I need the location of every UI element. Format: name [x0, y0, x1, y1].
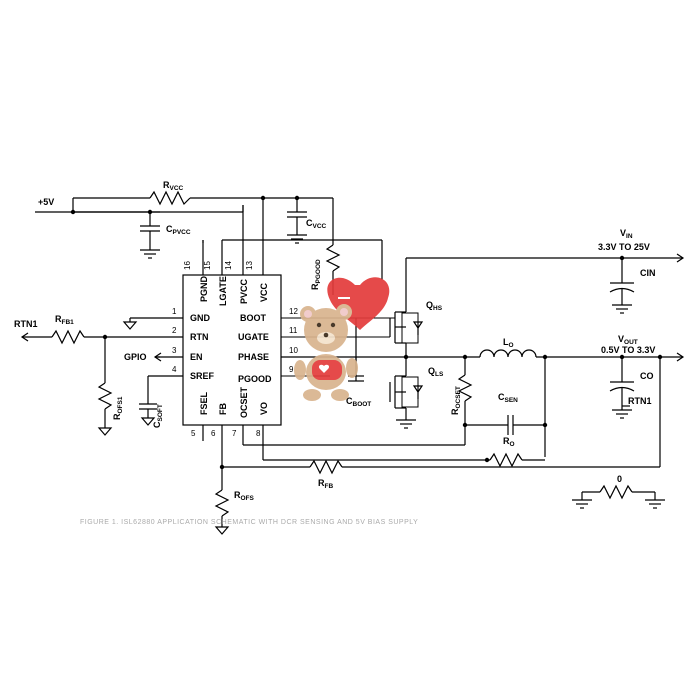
ic-top-pins: 16 PGND 15 LGATE 14 PVCC 13 VCC: [183, 200, 269, 306]
pin-sref: SREF: [190, 371, 215, 381]
gpio-label: GPIO: [124, 352, 147, 362]
pin-lgate: LGATE: [218, 276, 228, 306]
pin-num-12: 12: [289, 307, 298, 316]
cpvcc-label: CPVCC: [166, 224, 191, 236]
vin-range-label: 3.3V TO 25V: [598, 242, 650, 252]
rfb-resistor: [309, 459, 343, 475]
qhs-mosfet: [389, 308, 424, 357]
vout-range-label: 0.5V TO 3.3V: [601, 345, 655, 355]
ro-label: RO: [503, 436, 515, 448]
pin-num-8: 8: [256, 429, 261, 438]
rvcc-label: RVCC: [163, 180, 184, 192]
left-network: RTN1 RFB1 ROFS1 GPIO CSOFT: [14, 314, 204, 441]
co-label: CO: [640, 371, 654, 381]
rtn1-right-label: RTN1: [628, 396, 652, 406]
pin-rtn: RTN: [190, 332, 209, 342]
vin-label: VIN: [620, 228, 633, 240]
rpgood-label: RPGOOD: [310, 259, 322, 290]
pin-num-5: 5: [191, 429, 196, 438]
pin-boot: BOOT: [240, 313, 267, 323]
rfb1-label: RFB1: [55, 314, 74, 326]
pin-num-10: 10: [289, 346, 298, 355]
bias-network: +5V RVCC CPVCC CVCC: [35, 180, 383, 295]
pin-en: EN: [190, 352, 203, 362]
pin-num-3: 3: [172, 346, 177, 355]
ic-left-pins: 1 GND 2 RTN 3 EN 4 SREF: [105, 307, 215, 381]
cboot-label: CBOOT: [346, 396, 371, 408]
pin-num-1: 1: [172, 307, 177, 316]
pin-phase: PHASE: [238, 352, 269, 362]
rocset-label: ROCSET: [450, 386, 462, 415]
rofs1-resistor: [97, 382, 113, 410]
csoft-label: CSOFT: [152, 404, 164, 428]
rofs-resistor: [214, 489, 230, 517]
pin-ocset: OCSET: [239, 386, 249, 418]
ground-symbol: [287, 234, 307, 244]
qls-label: QLS: [428, 366, 444, 378]
qls-mosfet: [389, 357, 424, 420]
figure-caption: FIGURE 1. ISL62880 APPLICATION SCHEMATIC…: [80, 519, 418, 526]
ground-symbol: [612, 409, 632, 419]
pin-fsel: FSEL: [199, 391, 209, 415]
rocset-resistor: [457, 374, 473, 402]
rpgood-resistor: [325, 244, 341, 272]
pin-vcc: VCC: [259, 282, 269, 302]
pin-pgood: PGOOD: [238, 374, 272, 384]
pin-num-9: 9: [289, 365, 294, 374]
ro-resistor: [489, 452, 523, 468]
pin-vo: VO: [259, 402, 269, 415]
rvcc-resistor: [149, 190, 191, 206]
qhs-label: QHS: [426, 300, 443, 312]
pin-fb: FB: [218, 403, 228, 415]
feedback-network: RFB ROFS 0: [214, 357, 665, 535]
ic-bottom-pins: 5 FSEL 6 FB 7 OCSET 8 VO: [191, 386, 269, 490]
pin-num-16: 16: [183, 261, 192, 270]
pin-num-2: 2: [172, 326, 177, 335]
ground-symbol: [396, 419, 416, 429]
cvcc-label: CVCC: [306, 218, 327, 230]
rfb-label: RFB: [318, 478, 333, 490]
ground-symbol: [572, 499, 592, 509]
rofs1-label: ROFS1: [112, 396, 124, 420]
controller-ic: [182, 274, 282, 426]
lo-inductor: [479, 349, 537, 358]
rofs-label: ROFS: [234, 490, 255, 502]
plus5v-label: +5V: [38, 197, 54, 207]
ground-symbol: [140, 249, 160, 259]
pin-num-11: 11: [289, 326, 298, 335]
pin-num-15: 15: [203, 261, 212, 270]
csen-label: CSEN: [498, 392, 518, 404]
pin-num-6: 6: [211, 429, 216, 438]
pin-num-13: 13: [245, 261, 254, 270]
pin-pvcc: PVCC: [239, 278, 249, 304]
rfb1-resistor: [51, 329, 85, 345]
ground-symbol: [645, 499, 665, 509]
zero-ohm-resistor: [599, 484, 633, 500]
vout-label: VOUT: [618, 334, 638, 346]
pin-pgnd: PGND: [199, 275, 209, 302]
rtn1-left-label: RTN1: [14, 319, 38, 329]
pin-gnd: GND: [190, 313, 211, 323]
pin-ugate: UGATE: [238, 332, 269, 342]
cin-label: CIN: [640, 268, 656, 278]
zero-ohm-label: 0: [617, 474, 622, 484]
pin-num-4: 4: [172, 365, 177, 374]
pin-num-7: 7: [232, 429, 237, 438]
pin-num-14: 14: [224, 261, 233, 270]
lo-label: LO: [503, 337, 514, 349]
power-stage: VIN 3.3V TO 25V CIN QHS: [243, 228, 685, 468]
ground-symbol: [612, 304, 632, 314]
teddy-bear-heart-illustration: [294, 277, 390, 401]
